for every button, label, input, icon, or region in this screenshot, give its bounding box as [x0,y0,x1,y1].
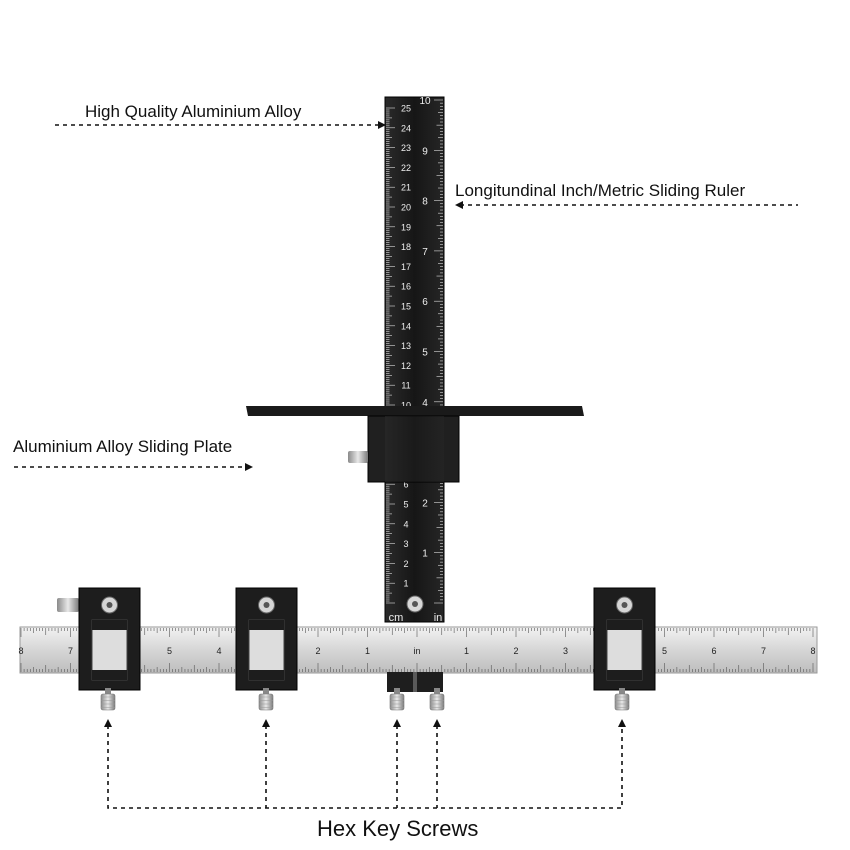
bar-mark-label: 1 [365,646,370,656]
cm-mark-label: 18 [401,242,411,252]
bar-mark-label: 7 [761,646,766,656]
clamp-block [593,587,656,691]
cm-mark-label: 19 [401,222,411,232]
bar-center-unit: in [413,646,420,656]
bar-mark-label: 1 [464,646,469,656]
hex-screws-label: Hex Key Screws [317,816,479,841]
bar-mark-label: 2 [513,646,518,656]
cm-mark-label: 5 [403,500,408,510]
inch-mark-label: 5 [422,348,428,359]
bar-mark-label: 5 [167,646,172,656]
cm-mark-label: 2 [403,559,408,569]
inch-mark-label: 10 [419,96,431,107]
plate-side-knob [348,451,368,463]
sliding-plate-label: Aluminium Alloy Sliding Plate [13,437,233,456]
inch-mark-label: 4 [422,398,428,409]
hex-key-screw [614,688,630,711]
inch-mark-label: 7 [422,247,428,258]
bar-mark-label: 7 [68,646,73,656]
cm-mark-label: 15 [401,302,411,312]
bar-mark-label: 6 [711,646,716,656]
sliding-ruler-label: Longitundinal Inch/Metric Sliding Ruler [455,181,746,200]
hex-key-screw [258,688,274,711]
center-block [387,672,443,692]
clamp-block [235,587,298,691]
inch-mark-label: 9 [422,146,428,157]
bar-mark-label: 5 [662,646,667,656]
hex-key-screw [429,688,445,711]
pointer-lines [14,124,798,809]
clamp-block [57,587,141,691]
bar-mark-label: 8 [810,646,815,656]
cm-mark-label: 14 [401,321,411,331]
cm-mark-label: 20 [401,203,411,213]
hex-key-screw [389,688,405,711]
cm-mark-label: 17 [401,262,411,272]
cm-mark-label: 23 [401,143,411,153]
bar-mark-label: 4 [216,646,221,656]
cm-mark-label: 25 [401,104,411,114]
inch-mark-label: 2 [422,498,428,509]
cm-mark-label: 16 [401,282,411,292]
cm-mark-label: 13 [401,341,411,351]
hex-key-screw [100,688,116,711]
inch-mark-label: 1 [422,549,428,560]
cm-mark-label: 22 [401,163,411,173]
cm-mark-label: 10 [401,401,411,411]
bar-mark-label: 3 [563,646,568,656]
cm-mark-label: 6 [403,480,408,490]
cm-mark-label: 11 [401,381,410,391]
horizontal-steel-ruler: 8765432112345678in [18,626,818,674]
sliding-plate [246,406,584,483]
bar-mark-label: 8 [18,646,23,656]
cm-mark-label: 21 [401,183,411,193]
inch-unit-label: in [434,612,443,624]
bar-mark-label: 2 [315,646,320,656]
inch-mark-label: 6 [422,297,428,308]
cm-unit-label: cm [389,612,404,624]
cm-mark-label: 4 [403,519,408,529]
pointer-arrows [104,121,626,727]
cm-mark-label: 12 [401,361,411,371]
cm-mark-label: 3 [403,539,408,549]
cm-mark-label: 24 [401,123,411,133]
cm-mark-label: 1 [403,579,408,589]
vertical-sliding-ruler: 1234567891011121314151617181920212223242… [384,96,445,624]
alloy-label: High Quality Aluminium Alloy [85,102,302,121]
inch-mark-label: 8 [422,197,428,208]
